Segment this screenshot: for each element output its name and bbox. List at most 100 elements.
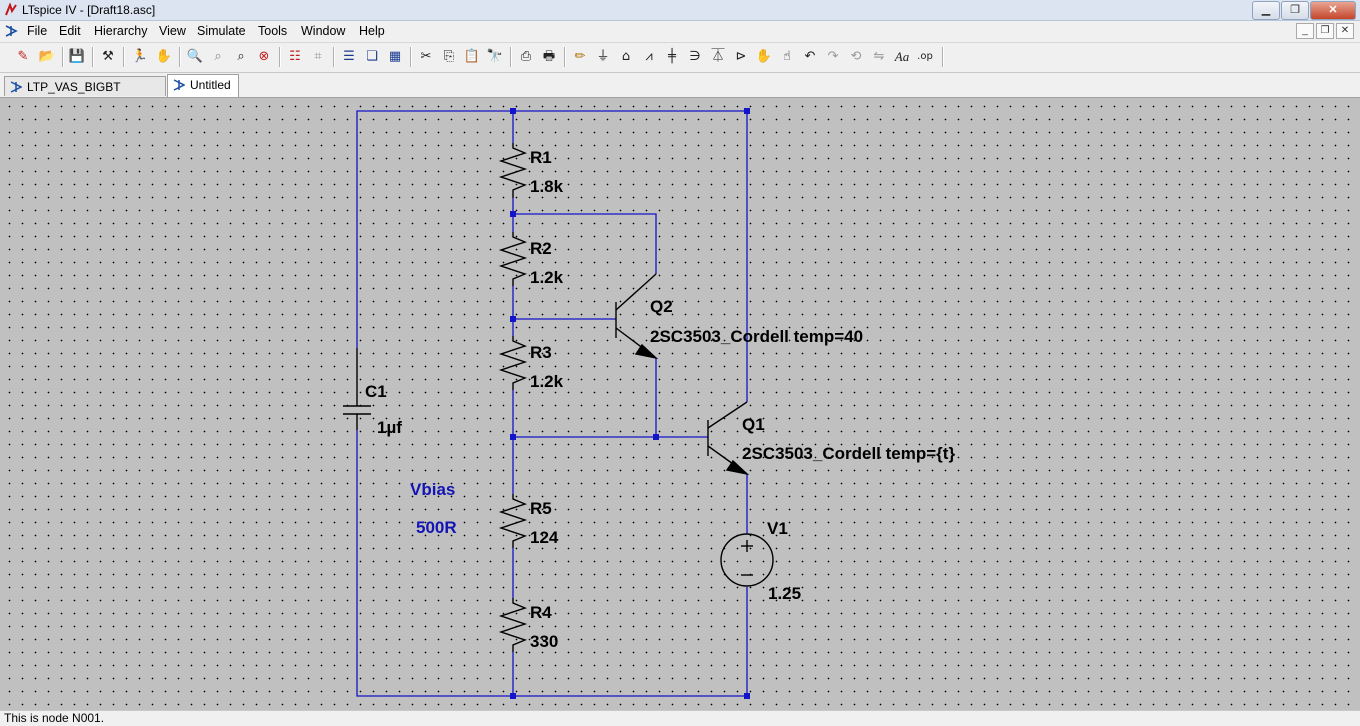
- menu-hierarchy[interactable]: Hierarchy: [94, 24, 148, 38]
- drag-icon[interactable]: ☝: [783, 49, 791, 64]
- undo-icon[interactable]: ↶: [804, 49, 816, 64]
- status-text: This is node N001.: [4, 711, 105, 725]
- cut-icon[interactable]: ✂: [420, 49, 432, 64]
- r5-value-label[interactable]: 124: [530, 528, 559, 547]
- minimize-button[interactable]: ▁: [1252, 1, 1280, 20]
- ground-icon[interactable]: ⏚: [596, 49, 610, 64]
- c1-value-label[interactable]: 1µf: [377, 418, 402, 437]
- halt-icon[interactable]: ✋: [155, 49, 173, 64]
- mirror-icon[interactable]: ⇋: [873, 49, 885, 64]
- print-icon[interactable]: 🖶: [542, 49, 556, 64]
- zoom-fit-icon[interactable]: ⊗: [258, 49, 270, 64]
- redo-icon[interactable]: ↷: [827, 49, 839, 64]
- label-net-icon[interactable]: ⌂: [621, 49, 631, 64]
- title-bar: LTspice IV - [Draft18.asc] ▁ ❐ ✕: [0, 0, 1360, 21]
- run-icon[interactable]: 🏃: [131, 49, 149, 64]
- capacitor-icon[interactable]: ╪: [668, 49, 676, 64]
- autorange-icon[interactable]: ☷: [289, 49, 301, 64]
- inductor-icon[interactable]: ∋: [689, 49, 701, 64]
- vbias-comment[interactable]: Vbias: [410, 480, 456, 499]
- menu-edit[interactable]: Edit: [59, 24, 81, 38]
- spice-directive-icon[interactable]: .op: [917, 51, 933, 62]
- close-button[interactable]: ✕: [1310, 1, 1356, 20]
- window-controls: ▁ ❐ ✕: [1251, 1, 1356, 20]
- junction-dot: [510, 434, 516, 440]
- resistor-r1[interactable]: [498, 143, 528, 198]
- q2-ref-label[interactable]: Q2: [650, 297, 673, 316]
- zoom-area-icon[interactable]: ⌕: [214, 49, 222, 64]
- open-icon[interactable]: 📂: [38, 49, 56, 64]
- new-schematic-icon[interactable]: ✎: [17, 49, 29, 64]
- schematic-doc-icon[interactable]: [4, 24, 18, 38]
- resistor-r3[interactable]: [498, 336, 528, 390]
- r3-value-label[interactable]: 1.2k: [530, 372, 564, 391]
- resistor-r4[interactable]: [498, 598, 528, 652]
- wire-top[interactable]: [356, 110, 747, 348]
- diode-icon[interactable]: ⏄: [711, 49, 725, 64]
- rotate-icon[interactable]: ⟲: [850, 49, 862, 64]
- wire-icon[interactable]: ✏: [574, 49, 586, 64]
- menu-file[interactable]: File: [27, 24, 48, 38]
- r5-ref-label[interactable]: R5: [530, 499, 552, 518]
- status-bar: This is node N001.: [0, 710, 1360, 726]
- wire-q2-collector[interactable]: [513, 213, 657, 274]
- c1-ref-label[interactable]: C1: [365, 382, 387, 401]
- move-icon[interactable]: ✋: [755, 49, 773, 64]
- zoom-in-icon[interactable]: 🔍: [186, 49, 204, 64]
- toolbar-separator: [62, 47, 64, 67]
- junction-dot: [744, 108, 750, 114]
- component-icon[interactable]: ⊳: [735, 49, 747, 64]
- menu-help[interactable]: Help: [359, 24, 385, 38]
- r4-value-label[interactable]: 330: [530, 632, 559, 651]
- menu-window[interactable]: Window: [301, 24, 346, 38]
- menu-simulate[interactable]: Simulate: [197, 24, 246, 38]
- text-icon[interactable]: Aa: [894, 49, 910, 64]
- doc-minimize-button[interactable]: _: [1296, 23, 1314, 39]
- toolbar: ✎ 📂 💾 ⚒ 🏃 ✋ 🔍 ⌕ ⌕ ⊗ ☷ ⌗ ☰ ❏ ▦ ✂ ⎘ 📋 🔭 ⎙ …: [0, 43, 1360, 73]
- restore-button[interactable]: ❐: [1281, 1, 1309, 20]
- control-panel-icon[interactable]: ⚒: [102, 49, 114, 64]
- v1-value-label[interactable]: 1.25: [768, 584, 802, 603]
- resistor-r2[interactable]: [498, 232, 528, 286]
- r1-ref-label[interactable]: R1: [530, 148, 552, 167]
- delete-waveform-icon[interactable]: ⌗: [314, 49, 322, 64]
- ltspice-logo-icon: [5, 3, 17, 16]
- tile-horizontal-icon[interactable]: ☰: [343, 49, 355, 64]
- paste-icon[interactable]: 📋: [463, 49, 481, 64]
- toolbar-separator: [942, 47, 944, 67]
- save-icon[interactable]: 💾: [68, 49, 86, 64]
- menu-view[interactable]: View: [159, 24, 186, 38]
- r2-ref-label[interactable]: R2: [530, 239, 552, 258]
- wire-left-lower[interactable]: [356, 430, 747, 697]
- r3-ref-label[interactable]: R3: [530, 343, 552, 362]
- q1-ref-label[interactable]: Q1: [742, 415, 765, 434]
- cascade-icon[interactable]: ❏: [366, 49, 378, 64]
- menu-tools[interactable]: Tools: [258, 24, 288, 38]
- print-setup-icon[interactable]: ⎙: [520, 49, 532, 64]
- schematic-doc-icon: [173, 79, 185, 91]
- zoom-out-icon[interactable]: ⌕: [237, 49, 245, 64]
- menu-bar: File Edit Hierarchy View Simulate Tools …: [0, 21, 1360, 43]
- r1-value-label[interactable]: 1.8k: [530, 177, 564, 196]
- toolbar-separator: [333, 47, 335, 67]
- vbias-value-comment[interactable]: 500R: [416, 518, 457, 537]
- schematic-canvas[interactable]: R1 1.8k R2 1.2k R3 1.2k R5 124 R4 330 C1…: [0, 98, 1360, 710]
- q1-value-label[interactable]: 2SC3503_Cordell temp={t}: [742, 444, 956, 463]
- r2-value-label[interactable]: 1.2k: [530, 268, 564, 287]
- resistor-icon[interactable]: ⩘: [645, 49, 653, 64]
- tab-ltp-vas-bigbt[interactable]: LTP_VAS_BIGBT ver1.asc: [4, 76, 166, 114]
- tab-untitled[interactable]: Untitled: [167, 74, 239, 97]
- doc-close-button[interactable]: ✕: [1336, 23, 1354, 39]
- q2-value-label[interactable]: 2SC3503_Cordell temp=40: [650, 327, 864, 346]
- resistor-r5[interactable]: [498, 494, 528, 548]
- transistor-q1[interactable]: [707, 401, 750, 476]
- transistor-q2[interactable]: [615, 273, 659, 360]
- doc-restore-button[interactable]: ❐: [1316, 23, 1334, 39]
- r4-ref-label[interactable]: R4: [530, 603, 552, 622]
- v1-ref-label[interactable]: V1: [767, 519, 788, 538]
- capacitor-c1[interactable]: [343, 348, 371, 430]
- copy-icon[interactable]: ⎘: [443, 49, 455, 64]
- tile-vertical-icon[interactable]: ▦: [388, 49, 402, 64]
- find-icon[interactable]: 🔭: [486, 49, 504, 64]
- voltage-source-v1[interactable]: [720, 533, 774, 587]
